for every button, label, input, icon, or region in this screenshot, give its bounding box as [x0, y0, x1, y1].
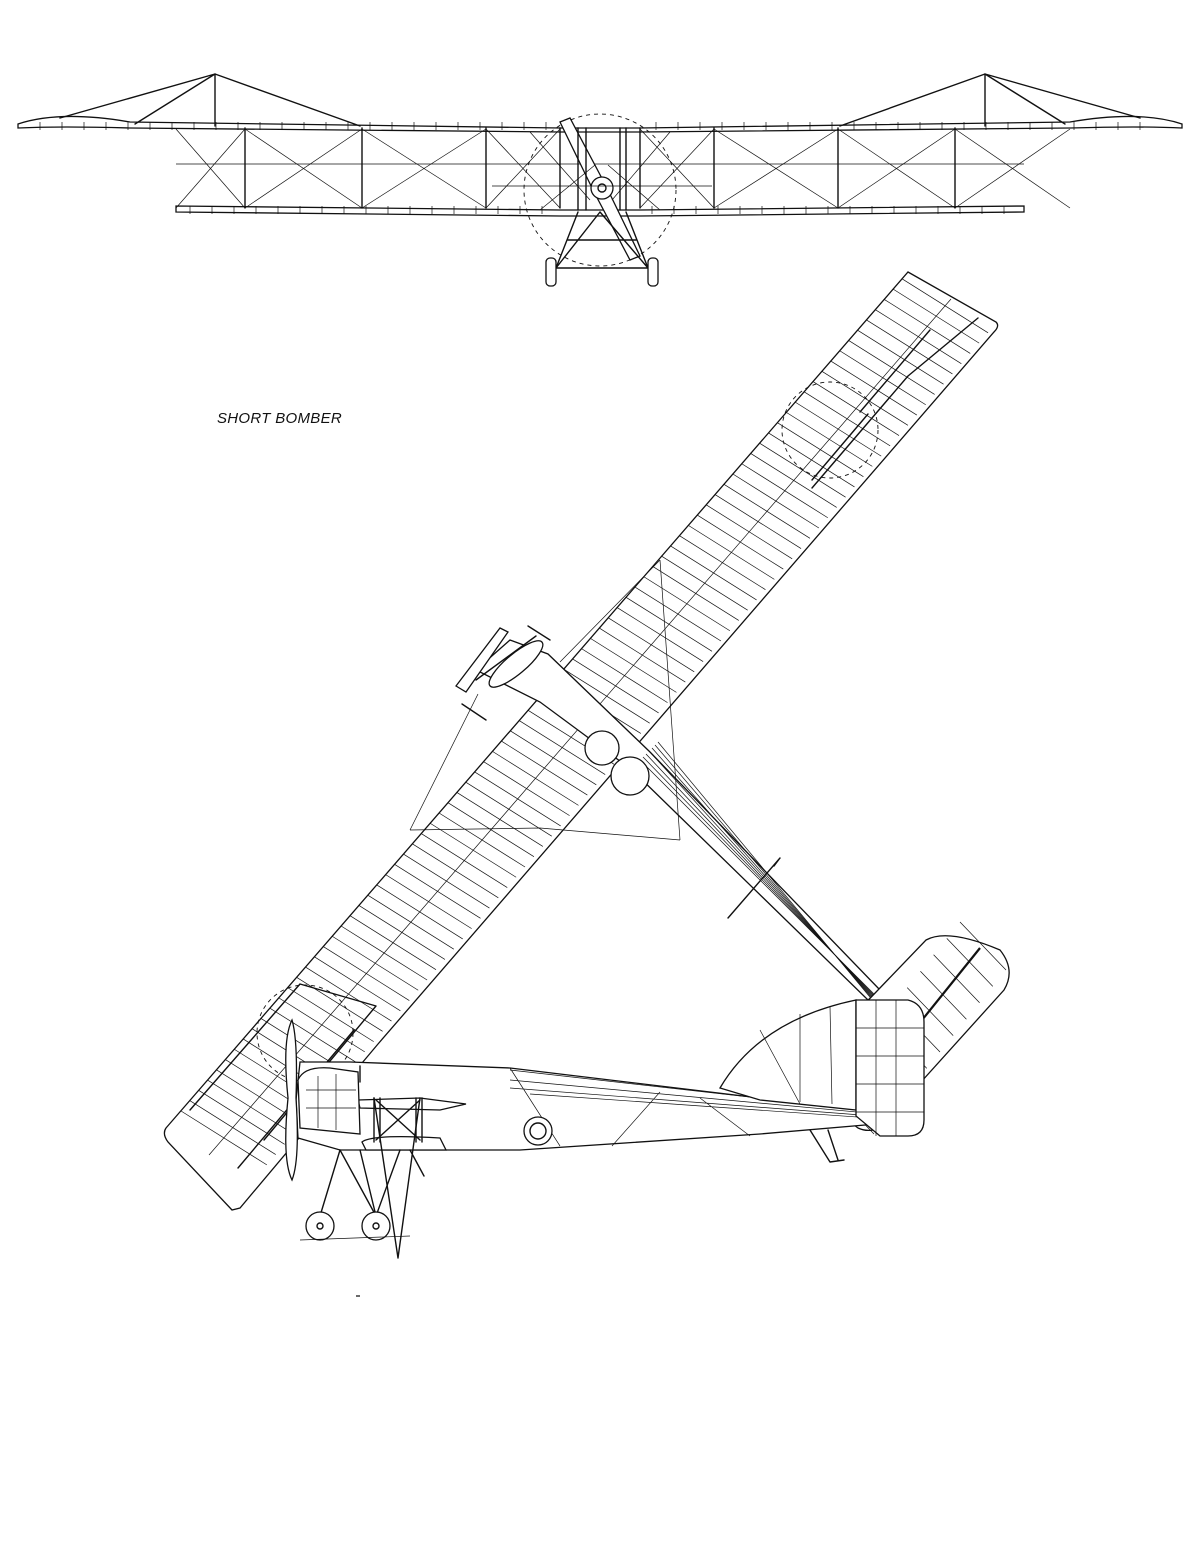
- front-bracing-wire: [954, 128, 1071, 209]
- plan-tail-struts: [727, 857, 781, 919]
- front-bracing-wire: [485, 128, 561, 209]
- front-engine-hub: [597, 183, 607, 193]
- side-fuselage-longerons: [509, 1067, 901, 1147]
- front-cabane-struts: [577, 127, 627, 211]
- side-engine-details: [306, 1074, 356, 1130]
- side-wheel-front-hub: [316, 1222, 324, 1230]
- front-wing-ribs: [39, 122, 1141, 214]
- side-rudder-ribs: [759, 1000, 924, 1136]
- side-propeller: [285, 1018, 298, 1182]
- plan-fuselage-stringers: [639, 741, 875, 998]
- front-bracing-wire: [244, 128, 363, 209]
- front-upper-wing: [17, 115, 1183, 133]
- front-bracing-wire: [175, 128, 246, 209]
- front-engine-cowl: [590, 176, 614, 200]
- front-bracing-wire: [639, 128, 715, 209]
- front-lower-wing: [175, 205, 1025, 217]
- plan-wing: [163, 271, 999, 1211]
- side-tailskid: [809, 1129, 845, 1163]
- front-overwing-bracing-right: [839, 73, 1141, 127]
- side-wheel-front: [305, 1211, 335, 1241]
- side-engine-cowling: [297, 1067, 361, 1135]
- drawing-caption: SHORT BOMBER: [217, 410, 343, 427]
- plan-roundel-right: [781, 381, 879, 479]
- plan-propeller: [455, 627, 509, 693]
- front-engine-bracing: [492, 131, 712, 211]
- plan-aileron-right: [811, 317, 979, 489]
- plan-cockpit-front: [584, 730, 620, 766]
- front-bracing-wire: [361, 128, 487, 209]
- plan-cockpit-rear: [610, 756, 650, 796]
- front-propeller-disc: [523, 113, 677, 267]
- side-roundel-inner: [529, 1122, 547, 1140]
- front-bracing-wire: [837, 128, 956, 209]
- side-view: [285, 999, 925, 1297]
- side-wheel-main-hub: [372, 1222, 380, 1230]
- front-overwing-bracing-left: [59, 73, 361, 127]
- plan-bracing-wires: [409, 559, 681, 841]
- plan-engine: [488, 640, 544, 688]
- plan-radiator-struts: [461, 625, 551, 721]
- front-wheel-left: [545, 257, 557, 287]
- plan-fuselage-stringer: [657, 741, 871, 998]
- front-interplane-bays: [175, 127, 1071, 209]
- front-bracing-wire: [713, 128, 839, 209]
- side-fin: [719, 999, 857, 1111]
- front-view: [17, 73, 1183, 287]
- side-rudder: [855, 999, 925, 1137]
- front-undercarriage: [555, 211, 649, 269]
- side-lower-wing: [361, 1136, 448, 1151]
- side-ground-line: [299, 1235, 411, 1241]
- plan-tail-rib: [959, 921, 1007, 971]
- front-wheel-right: [647, 257, 659, 287]
- side-overwing-pylon: [373, 1097, 421, 1259]
- side-undercarriage: [319, 1149, 425, 1217]
- side-wheel-main: [361, 1211, 391, 1241]
- side-roundel: [523, 1116, 553, 1146]
- side-interplane-struts: [373, 1097, 423, 1143]
